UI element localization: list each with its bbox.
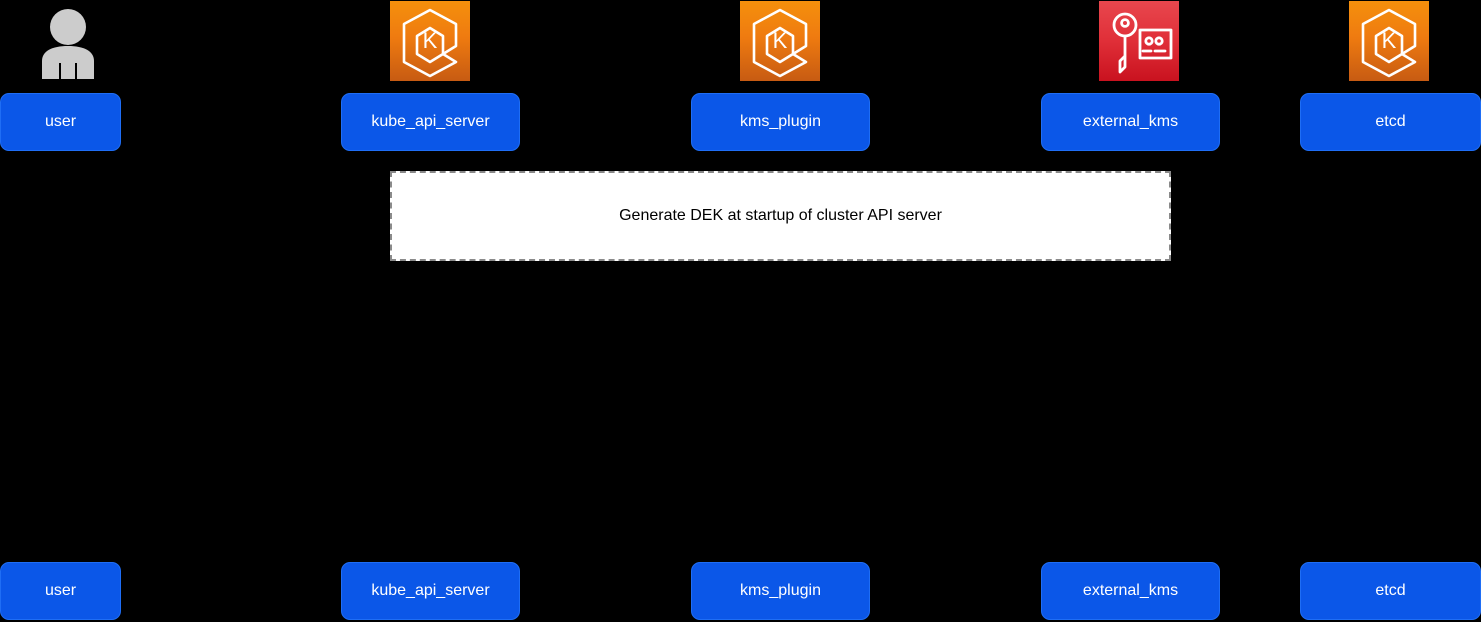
participant-label: etcd <box>1375 582 1406 599</box>
participant-bottom-external_kms[interactable]: external_kms <box>1041 562 1220 620</box>
kubernetes-k-icon: K <box>1349 1 1429 81</box>
participant-label: external_kms <box>1082 113 1179 130</box>
aws-kms-key-icon <box>1099 1 1179 81</box>
participant-bottom-kms_plugin[interactable]: kms_plugin <box>691 562 870 620</box>
svg-text:K: K <box>773 28 788 53</box>
lifeline-etcd <box>1390 151 1391 562</box>
participant-label: kms_plugin <box>740 113 821 130</box>
lifeline-kube_api_server <box>430 151 431 562</box>
participant-top-etcd[interactable]: etcd <box>1300 93 1481 151</box>
participant-top-kube_api_server[interactable]: kube_api_server <box>341 93 520 151</box>
participant-top-external_kms[interactable]: external_kms <box>1041 93 1220 151</box>
note-text: Generate DEK at startup of cluster API s… <box>619 207 942 224</box>
lifeline-kms_plugin <box>780 151 781 562</box>
lifeline-user <box>60 151 61 562</box>
kubernetes-k-icon: K <box>740 1 820 81</box>
participant-label: kube_api_server <box>371 113 490 130</box>
participant-bottom-kube_api_server[interactable]: kube_api_server <box>341 562 520 620</box>
participant-bottom-etcd[interactable]: etcd <box>1300 562 1481 620</box>
participant-label: user <box>44 582 77 599</box>
svg-text:K: K <box>423 28 438 53</box>
participant-label: kube_api_server <box>371 582 490 599</box>
lifeline-external_kms <box>1130 151 1131 562</box>
participant-bottom-user[interactable]: user <box>0 562 121 620</box>
kubernetes-k-icon: K <box>390 1 470 81</box>
actor-person-icon <box>28 1 108 81</box>
participant-label: external_kms <box>1082 582 1179 599</box>
participant-label: kms_plugin <box>740 582 821 599</box>
participant-label: user <box>44 113 77 130</box>
svg-text:K: K <box>1382 28 1397 53</box>
note-generate-dek: Generate DEK at startup of cluster API s… <box>390 171 1171 261</box>
participant-top-user[interactable]: user <box>0 93 121 151</box>
participant-label: etcd <box>1375 113 1406 130</box>
participant-top-kms_plugin[interactable]: kms_plugin <box>691 93 870 151</box>
